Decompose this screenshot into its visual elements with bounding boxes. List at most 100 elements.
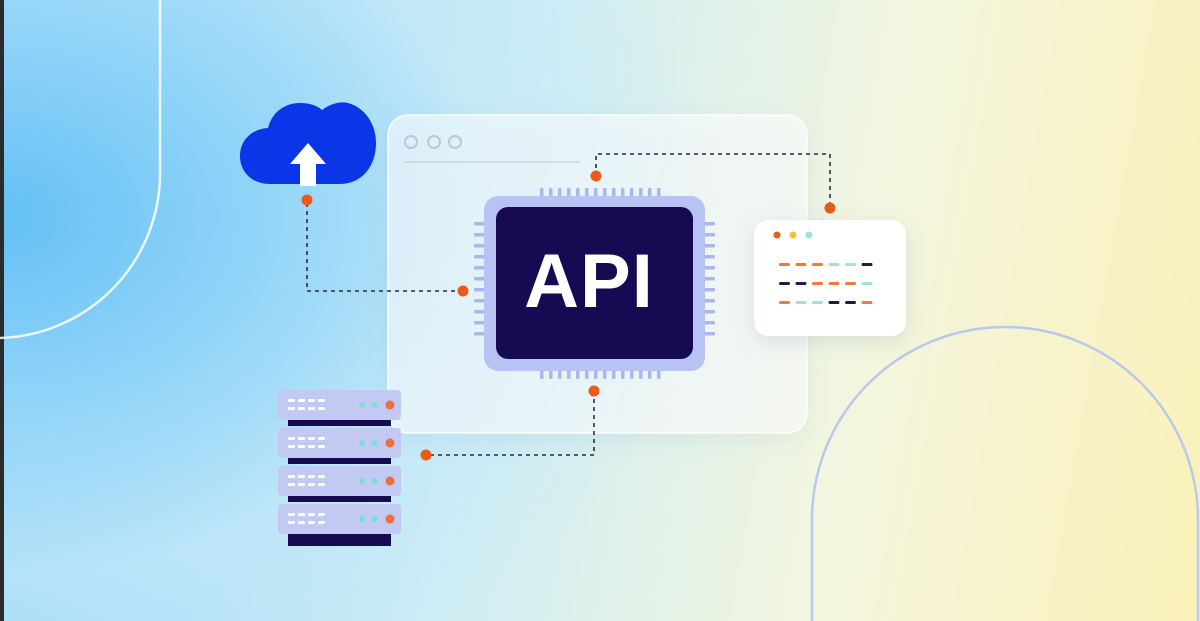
server-rack-icon	[278, 390, 401, 546]
server-vent	[308, 399, 315, 402]
server-vent	[288, 483, 295, 486]
connector-chip-to-cloud	[306, 200, 463, 292]
server-unit	[278, 428, 401, 458]
connector-dot	[420, 449, 432, 461]
chip-pin	[474, 233, 487, 237]
code-line-segment	[845, 282, 856, 285]
server-vent	[308, 513, 315, 516]
code-window-dot-orange	[773, 231, 781, 239]
server-led-orange	[385, 400, 395, 410]
server-slot	[288, 493, 391, 502]
server-vent	[318, 399, 325, 402]
connector-dot	[590, 170, 602, 182]
server-vent	[288, 407, 295, 410]
chip-pin	[474, 321, 487, 325]
chip-label: API	[524, 238, 654, 324]
connector-dot	[301, 194, 313, 206]
chip-pin	[474, 244, 487, 248]
code-window-dot-yellow	[789, 231, 797, 239]
code-line-segment	[812, 282, 823, 285]
server-led-green	[359, 516, 365, 522]
server-vent	[288, 437, 295, 440]
cloud-upload-icon	[240, 102, 376, 186]
server-vent	[298, 475, 305, 478]
code-line-segment	[779, 301, 790, 304]
decor-arc-left	[0, 0, 162, 340]
server-vent	[318, 513, 325, 516]
server-led-green	[359, 402, 365, 408]
chip-pin	[702, 310, 715, 314]
code-line-segment	[861, 263, 873, 266]
server-base	[288, 538, 391, 546]
server-led-orange	[385, 514, 395, 524]
chip-pin	[474, 288, 487, 292]
server-slot	[288, 455, 391, 464]
code-line-segment	[828, 301, 840, 304]
server-vent	[298, 399, 305, 402]
server-vent	[318, 437, 325, 440]
chip-pin	[474, 255, 487, 259]
code-line-segment	[795, 263, 807, 266]
chip-pin	[702, 255, 715, 259]
code-line-segment	[795, 301, 807, 304]
server-vent	[308, 483, 315, 486]
server-vent	[308, 437, 315, 440]
code-line-segment	[779, 282, 790, 285]
chip-pin	[702, 299, 715, 303]
code-line-segment	[845, 263, 856, 266]
server-led-green	[372, 516, 378, 522]
server-vent	[298, 521, 305, 524]
server-vent	[288, 475, 295, 478]
chip-pin	[702, 244, 715, 248]
server-vent	[318, 445, 325, 448]
code-window-icon	[754, 220, 906, 336]
server-vent	[298, 483, 305, 486]
server-led-green	[372, 402, 378, 408]
chip-pin	[474, 299, 487, 303]
server-led-green	[359, 478, 365, 484]
server-vent	[318, 483, 325, 486]
server-slot	[288, 531, 391, 540]
code-line-segment	[795, 282, 807, 285]
chip-pin	[702, 321, 715, 325]
chip-pin	[474, 310, 487, 314]
chip-pin	[474, 332, 487, 336]
code-line-segment	[861, 301, 873, 304]
server-vent	[298, 445, 305, 448]
chip-pin	[474, 266, 487, 270]
server-vent	[308, 521, 315, 524]
code-line-segment	[812, 263, 823, 266]
server-vent	[298, 513, 305, 516]
server-vent	[308, 445, 315, 448]
processor-chip-icon	[484, 196, 705, 371]
server-vent	[308, 475, 315, 478]
server-slot	[288, 417, 391, 426]
decor-arc-right	[810, 325, 1200, 621]
server-vent	[288, 399, 295, 402]
connector-dot	[457, 285, 469, 297]
connector-dot	[824, 202, 836, 214]
server-led-green	[372, 440, 378, 446]
browser-window-controls	[404, 135, 462, 149]
code-line-segment	[812, 301, 823, 304]
code-line-segment	[779, 263, 790, 266]
chip-pin	[702, 288, 715, 292]
connector-dot	[588, 385, 600, 397]
chip-pin	[702, 266, 715, 270]
server-led-orange	[385, 438, 395, 448]
server-vent	[288, 445, 295, 448]
server-vent	[298, 437, 305, 440]
connector-chip-to-server	[426, 391, 595, 456]
connector-dots	[301, 170, 836, 461]
server-vent	[318, 407, 325, 410]
upload-arrow-icon	[290, 143, 326, 186]
window-dot-1-icon	[404, 135, 418, 149]
code-line-segment	[845, 301, 856, 304]
chip-pin	[702, 277, 715, 281]
chip-pin	[474, 277, 487, 281]
server-unit	[278, 466, 401, 496]
server-vent	[288, 521, 295, 524]
chip-body	[496, 207, 693, 359]
